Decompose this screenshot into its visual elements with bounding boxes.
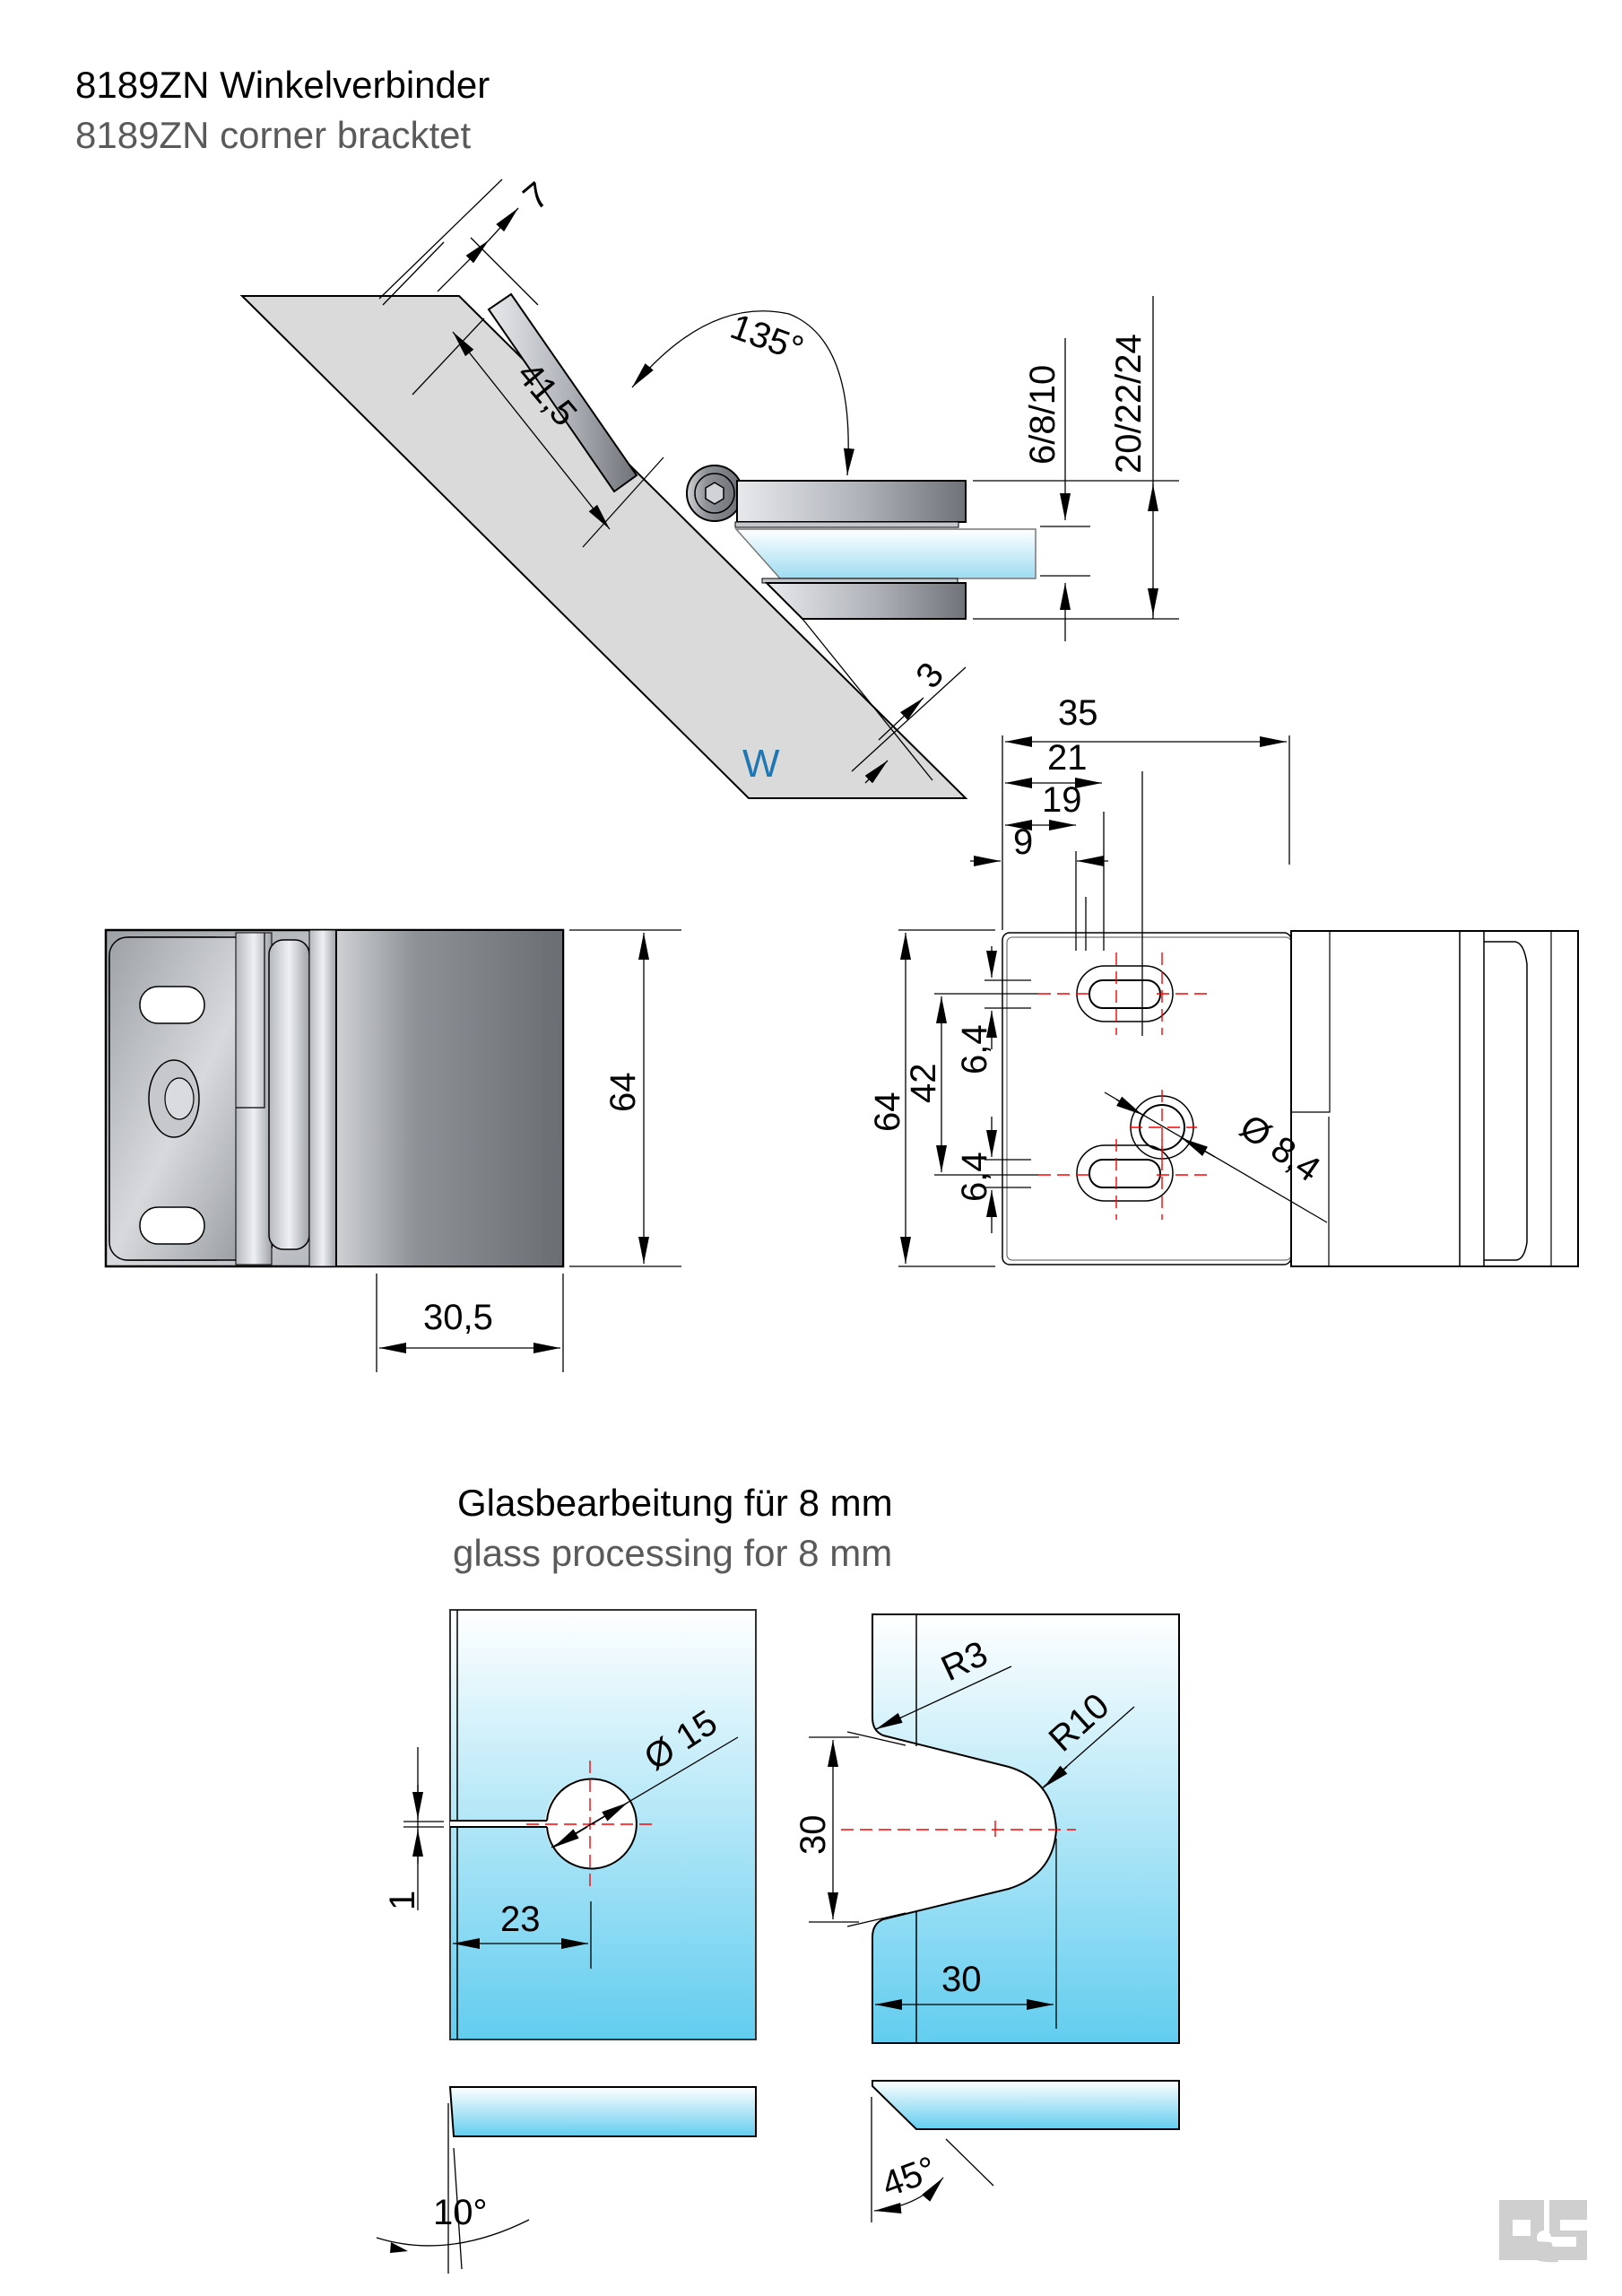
title-de: 8189ZN Winkelverbinder [75, 64, 490, 106]
glass-variant-b: R3 R10 30 30 45° [794, 1613, 1180, 2222]
glass-variant-a: Ø 15 1 23 10° [376, 1609, 757, 2274]
glass-edge-section-a [448, 2086, 757, 2137]
dim-hole-center: 19 [1042, 780, 1082, 820]
clamp-face [335, 929, 564, 1267]
glass-processing-title-de: Glasbearbeitung für 8 mm [457, 1482, 893, 1524]
glass-processing-title-en: glass processing for 8 mm [453, 1532, 893, 1574]
slot-inner [1089, 1159, 1161, 1188]
dim-slot-left: 9 [1013, 822, 1033, 862]
dim-slot-spacing: 42 [904, 1064, 943, 1104]
dim-notch-depth: 30 [941, 1960, 982, 1999]
dim-angle: 135° [725, 307, 809, 370]
title-en: 8189ZN corner bracktet [75, 114, 472, 156]
glass-panel [734, 528, 1037, 579]
dim-side-height: 64 [868, 1092, 907, 1133]
dim-front-height: 64 [603, 1073, 643, 1113]
dim-slot-bottom: 6,4 [955, 1152, 994, 1202]
dim-arrow [437, 239, 490, 292]
dim-glass-edge-angle-b: 45° [877, 2149, 941, 2205]
dim-gap-top: 7 [516, 175, 557, 218]
dim-glass-thickness: 6/8/10 [1023, 365, 1063, 465]
dim-clamp-height: 20/22/24 [1109, 334, 1149, 474]
clamp-side [1290, 930, 1579, 1267]
slot-hole [139, 1206, 205, 1245]
top-view: 7 41,5 135° 3 W 6/8/10 20/22/24 [239, 175, 1179, 799]
logo-text: RS [1524, 2282, 1526, 2283]
wall-label: W [742, 742, 780, 786]
dim-glass-hole-offset: 23 [500, 1900, 541, 1939]
dim-glass-edge-angle-a: 10° [433, 2193, 488, 2232]
dim-gap-bottom: 3 [908, 655, 951, 695]
wall-panel [239, 295, 968, 799]
side-view: 35 21 19 9 64 42 6,4 6,4 Ø 8,4 [868, 693, 1579, 1267]
dim-slot-right: 21 [1047, 738, 1088, 778]
clamp-bottom [764, 582, 967, 620]
glass-panel-b [872, 1613, 1180, 2044]
dim-notch-height: 30 [794, 1815, 833, 1856]
hinge-barrel [268, 939, 310, 1250]
slot-hole [139, 986, 205, 1024]
slot-outer [1076, 1144, 1174, 1202]
dim-glass-slot-width: 1 [383, 1891, 422, 1910]
hex-socket-icon [705, 482, 724, 505]
dim-slot-top: 6,4 [955, 1024, 994, 1074]
dim-total-width: 35 [1058, 693, 1098, 733]
front-view: 64 30,5 [104, 928, 681, 1372]
dim-front-width: 30,5 [423, 1298, 493, 1337]
brand-logo: RS [1499, 2200, 1587, 2283]
clamp-top [736, 480, 967, 523]
glass-edge-section-b [872, 2080, 1180, 2130]
